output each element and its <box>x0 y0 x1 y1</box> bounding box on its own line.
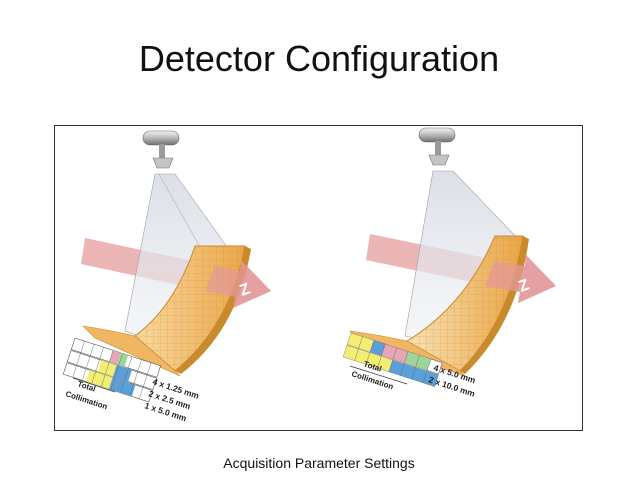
right-detector-cells <box>342 332 443 387</box>
right-diagram: Z 4 x 5.0 mm 2 x 10.0 mm Total Co <box>342 127 556 399</box>
xray-tube-icon-right <box>418 127 456 166</box>
left-collimation-label: Collimation <box>64 389 108 411</box>
left-detector-cells <box>62 337 161 403</box>
detector-diagram: Z 4 x 1.25 mm 2 <box>62 127 556 423</box>
xray-tube-icon <box>142 130 180 169</box>
right-collimation-label: Collimation <box>350 369 394 391</box>
diagram-frame: Z 4 x 1.25 mm 2 <box>54 125 583 431</box>
slide-title: Detector Configuration <box>138 38 500 79</box>
slide-caption: Acquisition Parameter Settings <box>223 455 415 471</box>
left-diagram: Z 4 x 1.25 mm 2 <box>62 130 271 423</box>
